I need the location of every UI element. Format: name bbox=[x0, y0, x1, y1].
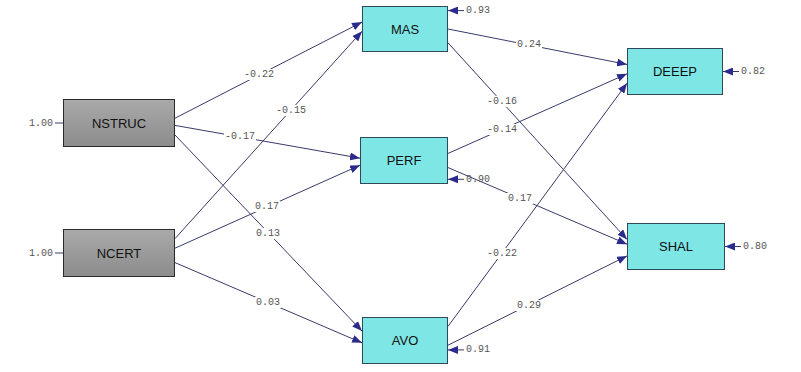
endogenous-variable-box: SHAL bbox=[627, 223, 725, 270]
path-connector bbox=[175, 31, 362, 238]
variable-name: MAS bbox=[391, 22, 419, 37]
path-coefficient: 0.13 bbox=[255, 228, 281, 239]
path-coefficient: 0.29 bbox=[516, 300, 542, 311]
path-coefficient: 0.17 bbox=[254, 201, 280, 212]
exogenous-variable-box: NSTRUC bbox=[63, 99, 175, 147]
variable-name: NSTRUC bbox=[92, 116, 146, 131]
path-connector bbox=[448, 168, 627, 245]
path-coefficient: 0.24 bbox=[516, 39, 542, 50]
variance-value: 0.90 bbox=[466, 174, 490, 185]
variable-name: NCERT bbox=[97, 246, 142, 261]
path-coefficient: -0.15 bbox=[275, 105, 307, 116]
path-connector bbox=[175, 135, 362, 331]
path-coefficient: -0.22 bbox=[486, 248, 518, 259]
path-coefficient: 0.17 bbox=[507, 193, 533, 204]
endogenous-variable-box: AVO bbox=[362, 317, 448, 364]
path-connector bbox=[448, 29, 627, 64]
variance-value: 0.91 bbox=[466, 344, 490, 355]
error-arrow bbox=[55, 253, 63, 254]
error-arrow bbox=[448, 10, 464, 11]
path-connector bbox=[175, 125, 360, 158]
endogenous-variable-box: MAS bbox=[362, 6, 448, 52]
path-coefficient: -0.16 bbox=[486, 96, 518, 107]
path-connector bbox=[175, 263, 362, 343]
variable-name: SHAL bbox=[659, 239, 693, 254]
endogenous-variable-box: DEEEP bbox=[627, 48, 723, 95]
error-arrow bbox=[725, 246, 741, 247]
path-coefficient: -0.22 bbox=[243, 69, 275, 80]
error-arrow bbox=[55, 123, 63, 124]
error-arrow bbox=[723, 71, 739, 72]
variance-value: 0.93 bbox=[466, 5, 490, 16]
path-connector bbox=[175, 165, 360, 248]
path-coefficient: -0.14 bbox=[486, 124, 518, 135]
variance-value: 1.00 bbox=[29, 248, 53, 259]
variable-name: AVO bbox=[392, 333, 419, 348]
path-coefficient: 0.03 bbox=[255, 297, 281, 308]
path-coefficient: -0.17 bbox=[224, 131, 256, 142]
endogenous-variable-box: PERF bbox=[360, 137, 448, 184]
variable-name: PERF bbox=[387, 153, 422, 168]
path-connector bbox=[175, 22, 362, 118]
path-connector bbox=[448, 256, 627, 345]
error-arrow bbox=[448, 349, 464, 350]
exogenous-variable-box: NCERT bbox=[63, 229, 175, 277]
variance-value: 0.80 bbox=[743, 241, 767, 252]
error-arrow bbox=[448, 179, 464, 180]
path-connector bbox=[448, 83, 627, 326]
path-connector bbox=[448, 43, 627, 240]
variable-name: DEEEP bbox=[653, 64, 697, 79]
path-connector bbox=[448, 74, 627, 154]
variance-value: 0.82 bbox=[741, 66, 765, 77]
variance-value: 1.00 bbox=[29, 118, 53, 129]
